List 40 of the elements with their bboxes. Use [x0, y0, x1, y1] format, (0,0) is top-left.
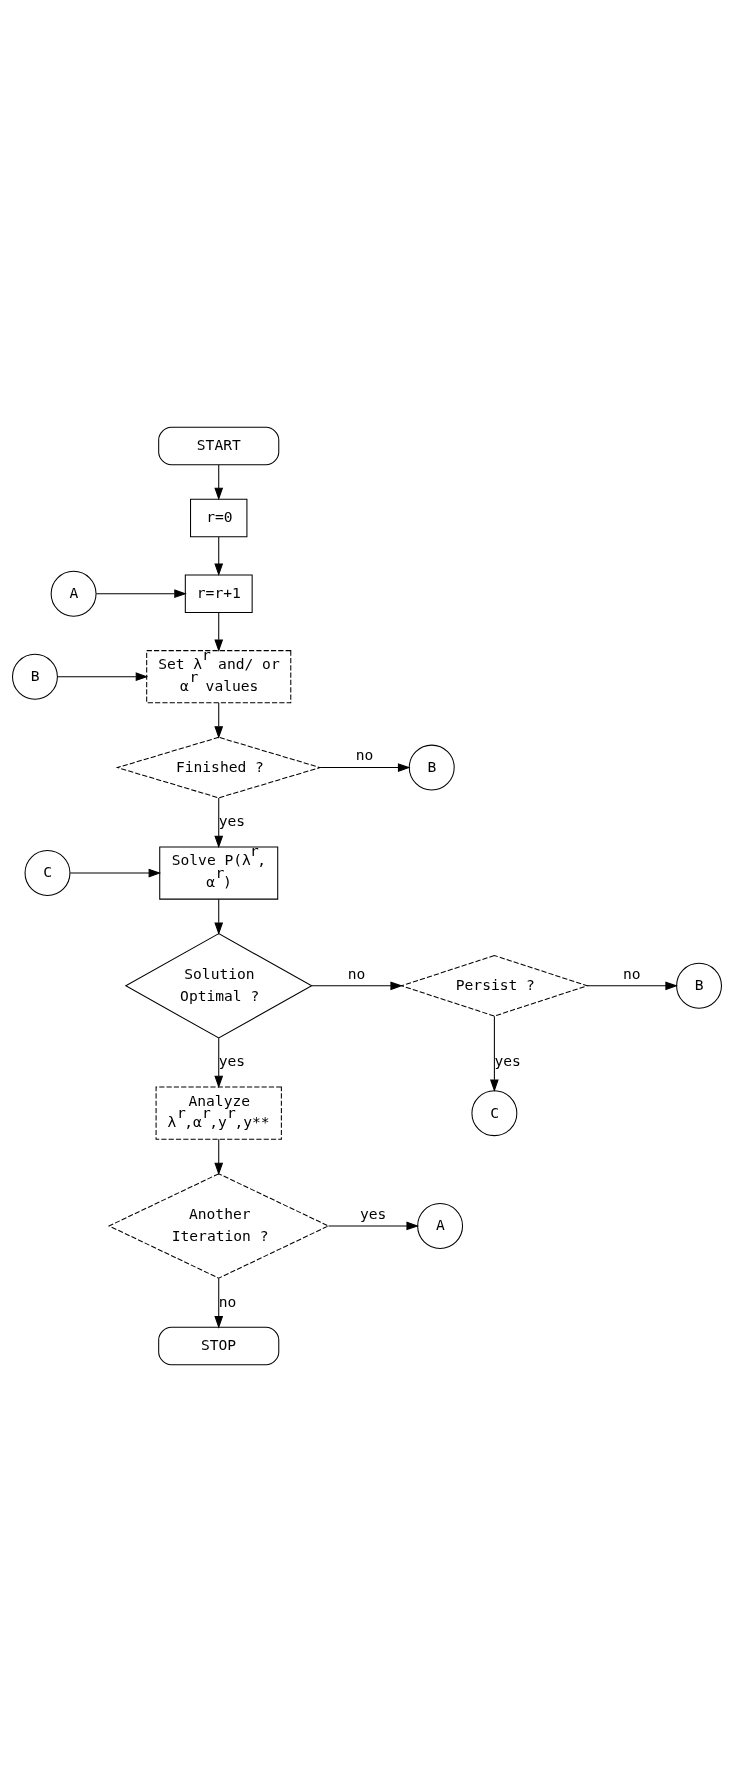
edge-label: yes: [218, 1052, 246, 1070]
edge-label: no: [355, 746, 374, 764]
edge-label: yes: [218, 812, 246, 830]
node-circle: B: [676, 962, 722, 1009]
node-box: START: [158, 426, 280, 466]
arrow: [490, 1015, 499, 1092]
node-diamond: Persist ?: [399, 954, 589, 1017]
node-box: r=0: [190, 498, 248, 538]
arrow: [214, 536, 224, 577]
arrow: [586, 981, 678, 991]
node-diamond: Finished ?: [115, 736, 322, 799]
node-circle: C: [24, 850, 71, 896]
node-box: r=r+1: [184, 574, 253, 614]
arrow: [95, 589, 187, 599]
arrow: [214, 464, 224, 501]
arrow: [214, 702, 224, 739]
arrow: [319, 763, 411, 772]
arrow: [214, 1277, 224, 1329]
arrow: [311, 981, 403, 991]
node-circle: C: [471, 1090, 518, 1137]
arrow: [327, 1221, 419, 1231]
arrow: [214, 898, 224, 936]
node-box: STOP: [158, 1326, 280, 1366]
arrow: [214, 797, 224, 849]
node-circle: A: [50, 570, 97, 617]
node-circle: B: [408, 744, 455, 791]
edge-label: no: [347, 964, 366, 982]
arrow: [57, 672, 149, 682]
node-diamond: Solution Optimal ?: [124, 933, 313, 1039]
node-circle: B: [12, 653, 58, 700]
edge-label: no: [623, 964, 641, 982]
edge-label: yes: [494, 1052, 521, 1070]
arrow: [214, 1037, 224, 1089]
node-diamond: Another Iteration ?: [107, 1173, 330, 1279]
arrow: [69, 868, 162, 878]
node-circle: A: [417, 1203, 464, 1249]
arrow: [214, 1138, 224, 1176]
edge-label: no: [218, 1292, 237, 1310]
edge-label: yes: [359, 1204, 387, 1222]
arrow: [214, 612, 224, 652]
